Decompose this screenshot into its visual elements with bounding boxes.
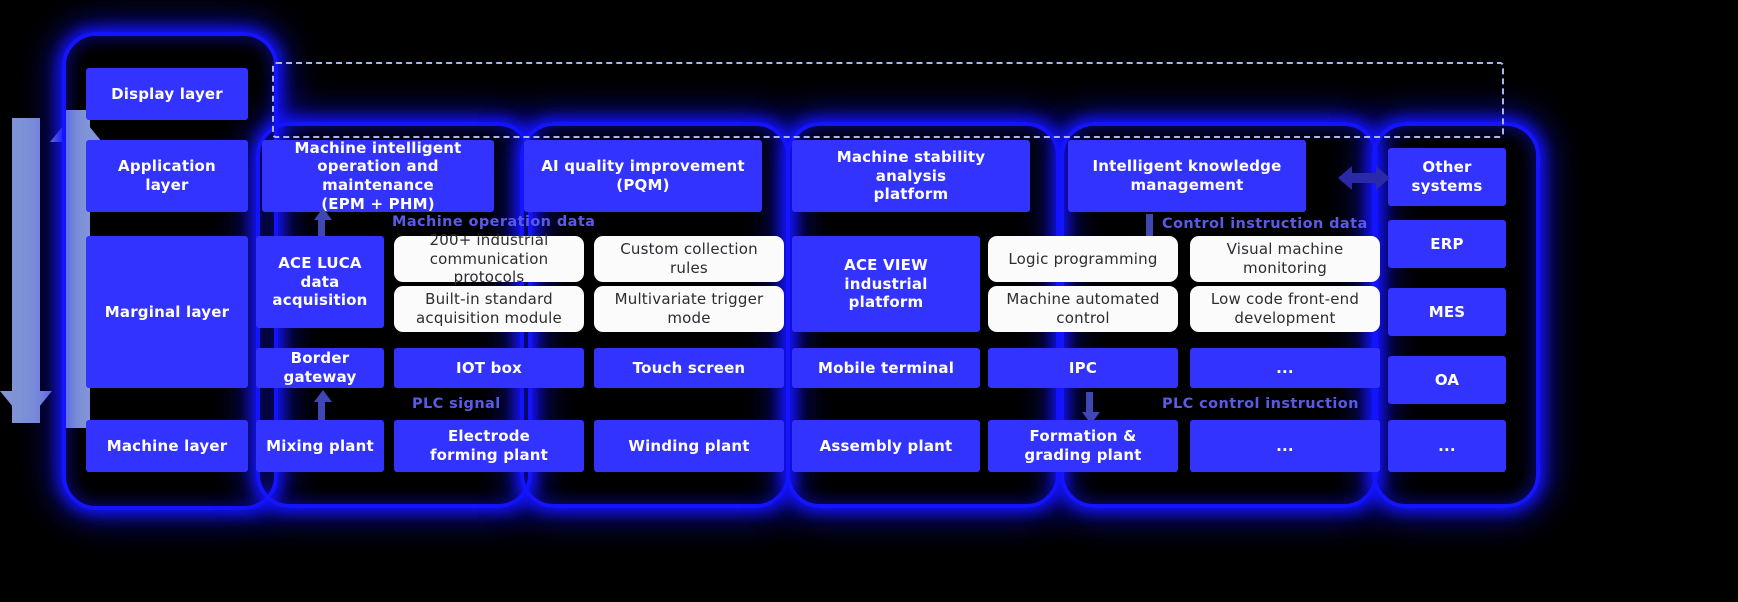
row-label-display-layer[interactable]: Display layer [86,68,248,120]
right-column-box-2[interactable]: MES [1388,288,1506,336]
machine-box-1[interactable]: Electrode forming plant [394,420,584,472]
device-box-4[interactable]: IPC [988,348,1178,388]
marginal-right-platform[interactable]: ACE VIEW industrial platform [792,236,980,332]
device-box-5[interactable]: ... [1190,348,1380,388]
display-layer-dashed-region [272,62,1504,138]
plc-control-flow-shaft [1086,392,1093,412]
marginal-right-card-3[interactable]: Low code front-end development [1190,286,1380,332]
plc-signal-flow-shaft [318,400,325,420]
application-box-1[interactable]: AI quality improvement (PQM) [524,140,762,212]
machine-box-5[interactable]: ... [1190,420,1380,472]
flow-label-plc-signal: PLC signal [412,396,501,412]
marginal-left-card-2[interactable]: Built-in standard acquisition module [394,286,584,332]
application-box-2[interactable]: Machine stability analysis platform [792,140,1030,212]
row-label-machine-layer[interactable]: Machine layer [86,420,248,472]
machine-box-0[interactable]: Mixing plant [256,420,384,472]
flow-label-plc-control-instruction: PLC control instruction [1162,396,1359,412]
flow-label-machine-operation-data: Machine operation data [392,214,596,230]
layer-flow-arrows [0,110,115,440]
marginal-left-platform[interactable]: ACE LUCA data acquisition [256,236,384,328]
device-box-3[interactable]: Mobile terminal [792,348,980,388]
right-column-box-0[interactable]: Other systems [1388,148,1506,206]
side-partial-label: ation [0,84,29,102]
device-box-0[interactable]: Border gateway [256,348,384,388]
marginal-left-card-0[interactable]: 200+ industrial communication protocols [394,231,584,286]
row-label-application-layer[interactable]: Application layer [86,140,248,212]
bidirectional-connector-icon [1338,166,1390,190]
application-box-3[interactable]: Intelligent knowledge management [1068,140,1306,212]
device-box-1[interactable]: IOT box [394,348,584,388]
plc-signal-flow-arrow [314,390,332,402]
device-box-2[interactable]: Touch screen [594,348,784,388]
marginal-right-card-1[interactable]: Visual machine monitoring [1190,236,1380,282]
marginal-right-card-2[interactable]: Machine automated control [988,286,1178,332]
flow-label-control-instruction-data: Control instruction data [1162,216,1368,232]
machine-box-4[interactable]: Formation & grading plant [988,420,1178,472]
right-column-box-4[interactable]: ... [1388,420,1506,472]
downward-flow-arrow [0,118,52,423]
marginal-left-card-1[interactable]: Custom collection rules [594,236,784,282]
marginal-left-card-3[interactable]: Multivariate trigger mode [594,286,784,332]
right-column-box-1[interactable]: ERP [1388,220,1506,268]
upward-flow-arrow [50,110,102,428]
right-column-box-3[interactable]: OA [1388,356,1506,404]
machine-operation-flow-shaft [318,218,325,240]
marginal-right-card-0[interactable]: Logic programming [988,236,1178,282]
control-instruction-flow-shaft [1146,214,1153,236]
machine-operation-flow-arrow [314,208,332,220]
application-box-0[interactable]: Machine intelligent operation and mainte… [262,139,494,213]
machine-box-3[interactable]: Assembly plant [792,420,980,472]
row-label-marginal-layer[interactable]: Marginal layer [86,236,248,388]
machine-box-2[interactable]: Winding plant [594,420,784,472]
